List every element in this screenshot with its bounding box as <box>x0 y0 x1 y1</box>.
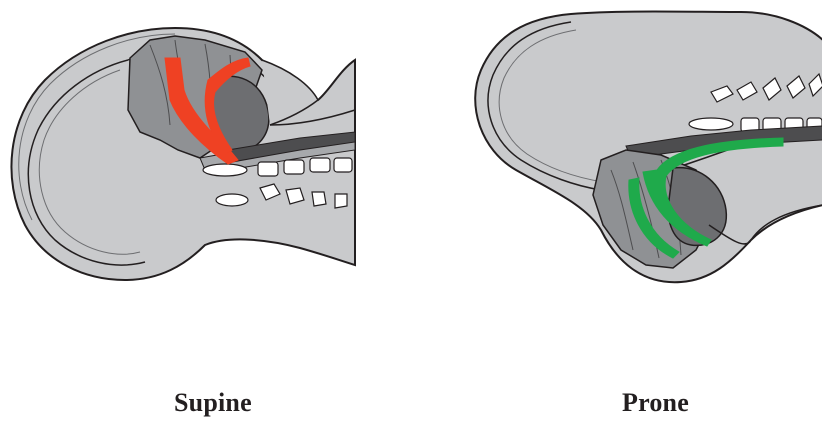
supine-caption: Supine <box>174 388 252 418</box>
supine-head-cross-section <box>0 0 411 380</box>
prone-caption: Prone <box>622 388 689 418</box>
supine-panel: Supine <box>0 0 411 423</box>
prone-panel: Prone <box>411 0 822 423</box>
prone-head-cross-section <box>411 0 822 380</box>
